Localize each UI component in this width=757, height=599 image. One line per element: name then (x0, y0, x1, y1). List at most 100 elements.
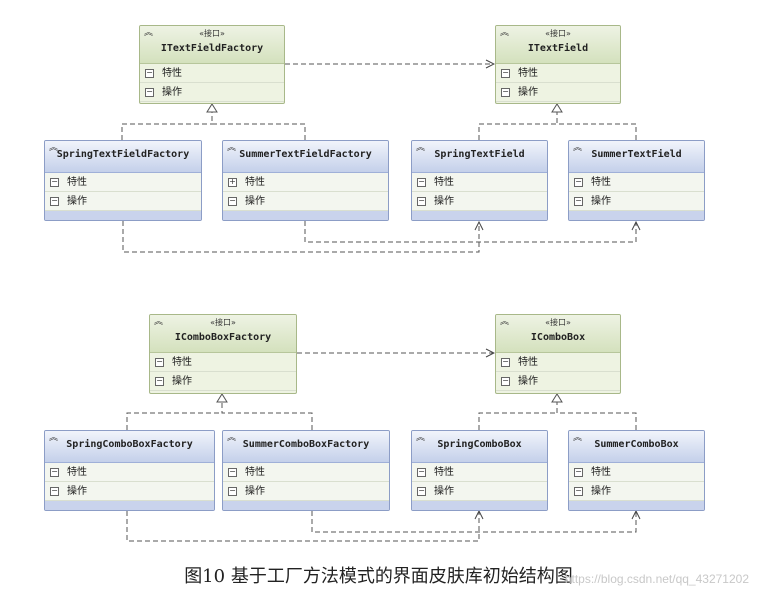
attributes-compartment: −特性 (223, 463, 389, 482)
class-header: ︽ SpringComboBoxFactory (45, 431, 214, 463)
class-name: SpringTextFieldFactory (56, 149, 190, 160)
collapse-toggle-icon: − (501, 87, 510, 97)
creates-spring-textfield (122, 221, 479, 253)
attributes-compartment: +特性 (223, 173, 388, 192)
attributes-compartment: −特性 (569, 463, 704, 482)
compartment-label: 特性 (434, 177, 454, 188)
realization-summer-combobox (556, 402, 637, 430)
creates-summer-combobox (311, 511, 636, 533)
collapse-chevron-icon: ︽ (227, 433, 237, 443)
stereotype-label: «接口» (199, 29, 225, 38)
collapse-chevron-icon: ︽ (49, 433, 59, 443)
realization-head-factory (206, 103, 218, 113)
figure-caption: 图10 基于工厂方法模式的界面皮肤库初始结构图 (184, 566, 573, 587)
collapse-chevron-icon: ︽ (500, 317, 510, 327)
class-footer (45, 501, 214, 510)
creates-spring-combobox (126, 511, 479, 542)
class-header: ︽ «接口» IComboBoxFactory (150, 315, 296, 353)
attributes-compartment: −特性 (45, 173, 201, 192)
class-springcombobox: ︽ SpringComboBox −特性 −操作 (411, 430, 548, 511)
interface-itextfield: ︽ «接口» ITextField −特性 −操作 (495, 25, 621, 104)
compartment-label: 特性 (591, 467, 611, 478)
realization-summer-combofactory (221, 402, 313, 430)
compartment-label: 操作 (162, 87, 182, 98)
collapse-toggle-icon: − (417, 177, 426, 187)
interface-icombobox: ︽ «接口» IComboBox −特性 −操作 (495, 314, 621, 394)
collapse-chevron-icon: ︽ (573, 433, 583, 443)
realization-head-product-2 (551, 393, 563, 403)
compartment-label: 操作 (67, 486, 87, 497)
collapse-chevron-icon: ︽ (416, 143, 426, 153)
stereotype-label: «接口» (545, 29, 571, 38)
collapse-chevron-icon: ︽ (227, 143, 237, 153)
collapse-toggle-icon: − (574, 467, 583, 477)
compartment-label: 操作 (67, 196, 87, 207)
class-footer (45, 211, 201, 220)
class-name: SummerTextFieldFactory (239, 149, 372, 160)
class-name: SpringComboBox (437, 439, 522, 450)
collapse-chevron-icon: ︽ (416, 433, 426, 443)
operations-compartment: −操作 (45, 192, 201, 211)
compartment-label: 操作 (518, 376, 538, 387)
compartment-label: 特性 (518, 68, 538, 79)
attributes-compartment: −特性 (412, 463, 547, 482)
class-name: ITextField (527, 43, 589, 54)
class-name: SpringComboBoxFactory (66, 439, 193, 450)
class-summertextfield: ︽ SummerTextField −特性 −操作 (568, 140, 705, 221)
collapse-toggle-icon: − (228, 467, 237, 477)
operations-compartment: −操作 (223, 192, 388, 211)
operations-compartment: −操作 (140, 83, 284, 102)
class-header: ︽ «接口» IComboBox (496, 315, 620, 353)
class-header: ︽ «接口» ITextFieldFactory (140, 26, 284, 64)
operations-compartment: −操作 (45, 482, 214, 501)
expand-toggle-icon: + (228, 177, 237, 187)
collapse-toggle-icon: − (155, 357, 164, 367)
class-footer (569, 211, 704, 220)
operations-compartment: −操作 (569, 482, 704, 501)
collapse-toggle-icon: − (50, 486, 59, 496)
compartment-label: 操作 (245, 196, 265, 207)
attributes-compartment: −特性 (412, 173, 547, 192)
compartment-label: 特性 (162, 68, 182, 79)
collapse-chevron-icon: ︽ (500, 28, 510, 38)
class-footer (412, 211, 547, 220)
collapse-chevron-icon: ︽ (573, 143, 583, 153)
collapse-toggle-icon: − (501, 357, 510, 367)
realization-spring-factory (121, 123, 212, 140)
creates-summer-textfield (304, 221, 636, 243)
class-name: SummerComboBoxFactory (242, 439, 370, 450)
attributes-compartment: −特性 (150, 353, 296, 372)
collapse-toggle-icon: − (228, 486, 237, 496)
diagram-2-connectors (126, 353, 637, 542)
attributes-compartment: −特性 (496, 353, 620, 372)
class-summertextfieldfactory: ︽ SummerTextFieldFactory +特性 −操作 (222, 140, 389, 221)
class-springtextfieldfactory: ︽ SpringTextFieldFactory −特性 −操作 (44, 140, 202, 221)
realization-head-product (551, 103, 563, 113)
collapse-toggle-icon: − (501, 376, 510, 386)
operations-compartment: −操作 (569, 192, 704, 211)
operations-compartment: −操作 (496, 83, 620, 102)
class-header: ︽ SpringTextField (412, 141, 547, 173)
collapse-toggle-icon: − (501, 68, 510, 78)
realization-summer-factory (211, 112, 306, 140)
collapse-toggle-icon: − (574, 196, 583, 206)
interface-icomboboxfactory: ︽ «接口» IComboBoxFactory −特性 −操作 (149, 314, 297, 394)
class-name: SpringTextField (434, 149, 525, 160)
class-summercomboboxfactory: ︽ SummerComboBoxFactory −特性 −操作 (222, 430, 390, 511)
class-header: ︽ SpringTextFieldFactory (45, 141, 201, 173)
watermark: https://blog.csdn.net/qq_43271202 (564, 572, 749, 586)
realization-spring-textfield (478, 123, 557, 140)
realization-spring-combobox (478, 412, 557, 430)
class-footer (223, 501, 389, 510)
collapse-toggle-icon: − (50, 177, 59, 187)
class-name: ITextFieldFactory (160, 43, 264, 54)
realization-head-factory-2 (216, 393, 228, 403)
class-name: IComboBoxFactory (174, 332, 272, 343)
collapse-toggle-icon: − (50, 196, 59, 206)
class-header: ︽ SpringComboBox (412, 431, 547, 463)
class-header: ︽ «接口» ITextField (496, 26, 620, 64)
compartment-label: 特性 (67, 467, 87, 478)
collapse-toggle-icon: − (145, 68, 154, 78)
collapse-toggle-icon: − (417, 196, 426, 206)
